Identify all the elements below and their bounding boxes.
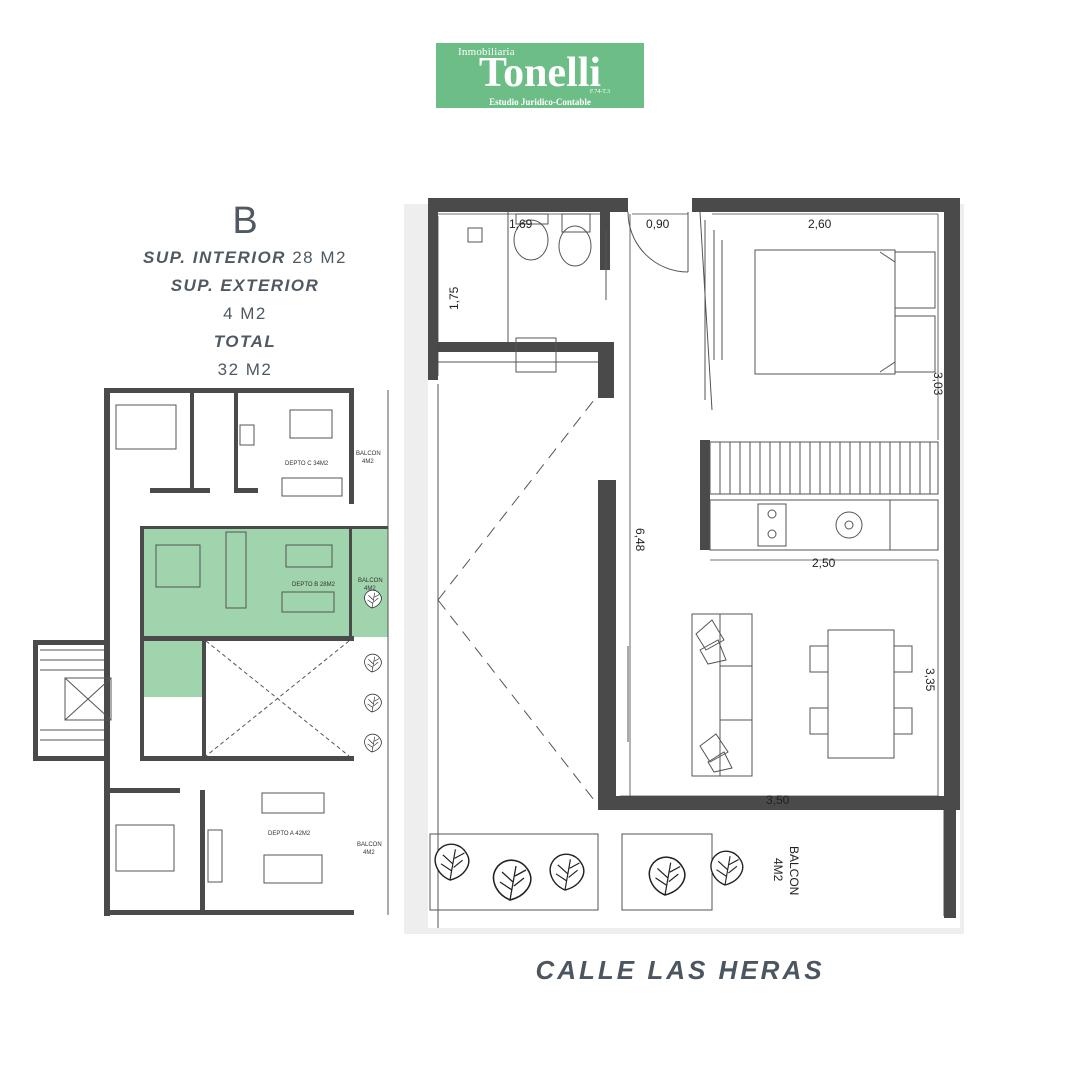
total-value: 32 M2 bbox=[217, 360, 273, 379]
key-balcon-bot-area: 4M2 bbox=[363, 850, 375, 856]
key-depto-a-label: DEPTO A 42M2 bbox=[268, 831, 311, 837]
interior-row: SUP. INTERIOR 28 M2 bbox=[120, 244, 370, 272]
dim-door-width: 0,90 bbox=[646, 217, 670, 231]
company-logo: Inmobiliaria Tonelli F.74-T.3 Estudio Ju… bbox=[436, 43, 644, 108]
key-plan-highlight-depto-b bbox=[144, 528, 388, 637]
dim-bedroom-width: 2,60 bbox=[808, 217, 832, 231]
interior-label: SUP. INTERIOR bbox=[143, 248, 286, 267]
exterior-label: SUP. EXTERIOR bbox=[170, 276, 320, 295]
logo-name: Tonelli bbox=[478, 50, 602, 96]
dim-total-depth: 6,48 bbox=[633, 528, 647, 552]
total-label: TOTAL bbox=[213, 332, 277, 351]
key-balcon-top-area: 4M2 bbox=[362, 459, 374, 465]
logo-registration: F.74-T.3 bbox=[589, 89, 610, 95]
interior-value: 28 M2 bbox=[292, 248, 347, 267]
dim-kitchen-width: 2,50 bbox=[812, 556, 836, 570]
main-floor-plan: 1,69 0,90 2,60 1,75 3,03 6,48 2,50 3,35 … bbox=[404, 198, 964, 934]
key-balcon-bot: BALCON bbox=[357, 842, 382, 848]
dim-bath-width: 1,69 bbox=[509, 217, 533, 231]
key-balcon-mid-area: 4M2 bbox=[364, 586, 376, 592]
key-depto-b-label: DEPTO B 28M2 bbox=[292, 582, 336, 588]
key-depto-c-label: DEPTO C 34M2 bbox=[285, 461, 329, 467]
exterior-value: 4 M2 bbox=[223, 304, 267, 323]
dim-living-depth: 3,35 bbox=[923, 668, 937, 692]
unit-label: B bbox=[232, 200, 258, 242]
logo-subtitle: Estudio Juridico-Contable bbox=[489, 97, 591, 107]
dim-living-width: 3,50 bbox=[766, 793, 790, 807]
balcony-label: BALCON bbox=[787, 846, 801, 895]
dim-bedroom-depth: 3,03 bbox=[931, 372, 945, 396]
street-name: CALLE LAS HERAS bbox=[535, 955, 825, 985]
key-balcon-top: BALCON bbox=[356, 451, 381, 457]
balcony-area: 4M2 bbox=[771, 858, 785, 882]
key-plan: DEPTO C 34M2 DEPTO B 28M2 DEPTO A 42M2 B… bbox=[33, 388, 389, 916]
unit-summary: B SUP. INTERIOR 28 M2 SUP. EXTERIOR 4 M2… bbox=[120, 198, 370, 384]
logo-top-text: Inmobiliaria bbox=[458, 46, 515, 58]
key-balcon-mid: BALCON bbox=[358, 578, 383, 584]
dim-bath-depth: 1,75 bbox=[447, 286, 461, 310]
